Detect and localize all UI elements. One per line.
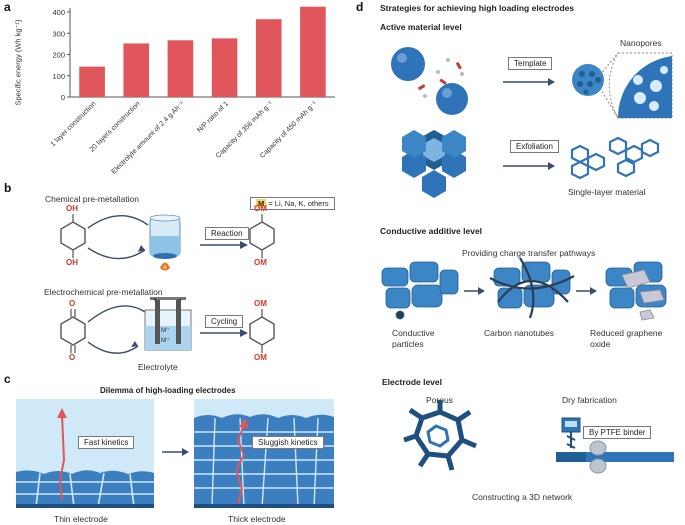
bar bbox=[211, 38, 238, 97]
fast-kinetics-arrow bbox=[58, 414, 66, 501]
electrolyte-label: Electrolyte bbox=[138, 362, 178, 372]
dilemma-title: Dilemma of high-loading electrodes bbox=[100, 386, 236, 395]
y-tick-label: 0 bbox=[61, 93, 65, 102]
bar bbox=[123, 43, 150, 97]
panel-label-a: a bbox=[4, 0, 11, 14]
nanopores-label: Nanopores bbox=[620, 38, 662, 48]
ptfe-binder-box: By PTFE binder bbox=[583, 426, 652, 439]
thick-electrode-label: Thick electrode bbox=[228, 514, 286, 524]
metal-definition-box: M = Li, Na, K, others bbox=[250, 197, 335, 210]
reduced-graphene-label-1: Reduced graphene bbox=[590, 328, 663, 338]
electrochemical-cell-icon bbox=[144, 297, 192, 351]
o-bottom: O bbox=[69, 353, 76, 362]
bar bbox=[79, 66, 105, 97]
template-box: Template bbox=[508, 57, 553, 70]
thin-electrode-particles bbox=[16, 470, 154, 508]
conductive-particles-label-1: Conductive bbox=[392, 328, 435, 338]
oh-top: OH bbox=[66, 204, 78, 213]
fast-kinetics-box: Fast kinetics bbox=[78, 436, 135, 449]
active-material-heading: Active material level bbox=[380, 22, 462, 32]
strategies-title: Strategies for achieving high loading el… bbox=[380, 3, 575, 13]
conductive-additive-heading: Conductive additive level bbox=[380, 226, 483, 236]
panel-label-d: d bbox=[356, 0, 364, 14]
particles-cluster-3 bbox=[605, 261, 667, 321]
y-tick-label: 200 bbox=[52, 51, 65, 60]
porous-sphere bbox=[572, 52, 673, 119]
metal-key: M bbox=[256, 199, 267, 208]
metal-ion-2: M⁺ bbox=[161, 337, 170, 344]
single-layer-label: Single-layer material bbox=[568, 187, 646, 197]
electrochemical-premetallation-label: Electrochemical pre-metallation bbox=[44, 287, 163, 297]
reaction-box: Reaction bbox=[205, 227, 249, 240]
pathways-label: Providing charge transfer pathways bbox=[462, 248, 596, 258]
dry-fabrication-label: Dry fabrication bbox=[562, 395, 617, 405]
panel-label-b: b bbox=[4, 181, 12, 195]
porous-network bbox=[403, 400, 477, 471]
sluggish-kinetics-box: Sluggish kinetics bbox=[252, 436, 324, 449]
thin-electrode-label: Thin electrode bbox=[54, 514, 108, 524]
plus-terminal: + bbox=[153, 297, 158, 304]
dry-fabrication-machine bbox=[556, 417, 674, 474]
quinone-ring bbox=[60, 316, 86, 346]
y-tick-label: 400 bbox=[52, 8, 65, 17]
panel-c-graphics bbox=[16, 399, 334, 508]
y-tick-label: 300 bbox=[52, 29, 65, 38]
curved-arrow-1 bbox=[87, 215, 149, 229]
template-spheres bbox=[391, 47, 468, 115]
o-top: O bbox=[69, 299, 76, 308]
metal-definition: = Li, Na, K, others bbox=[268, 199, 329, 208]
metal-ion-1: M⁺ bbox=[161, 327, 170, 334]
y-tick-label: 100 bbox=[52, 72, 65, 81]
network-label: Constructing a 3D network bbox=[472, 492, 573, 502]
chemical-premetallation-label: Chemical pre-metallation bbox=[45, 194, 140, 204]
single-layer-sheets bbox=[570, 136, 660, 180]
sluggish-kinetics-arrow bbox=[234, 424, 246, 506]
reduced-graphene-label-2: oxide bbox=[590, 339, 611, 349]
minus-terminal: − bbox=[178, 297, 183, 304]
bar bbox=[167, 40, 194, 97]
particles-cluster-2 bbox=[489, 257, 575, 319]
om-bottom-2: OM bbox=[254, 353, 267, 362]
carbon-nanotubes-label: Carbon nanotubes bbox=[484, 328, 554, 338]
panel-label-c: c bbox=[4, 372, 11, 386]
om-top-2: OM bbox=[254, 299, 267, 308]
om-top-1: OM bbox=[254, 204, 267, 213]
om-bottom-1: OM bbox=[254, 258, 267, 267]
layered-crystal bbox=[402, 130, 466, 198]
cycling-box: Cycling bbox=[205, 315, 244, 328]
conductive-particles-label-2: particles bbox=[392, 339, 424, 349]
oh-bottom: OH bbox=[66, 258, 78, 267]
bar bbox=[255, 19, 282, 98]
particles-cluster-1 bbox=[381, 261, 459, 320]
electrode-level-heading: Electrode level bbox=[382, 377, 443, 387]
panel-b-graphics bbox=[60, 214, 275, 354]
exfoliation-box: Exfoliation bbox=[510, 140, 559, 153]
bar bbox=[300, 6, 326, 97]
beaker-icon bbox=[149, 214, 181, 271]
